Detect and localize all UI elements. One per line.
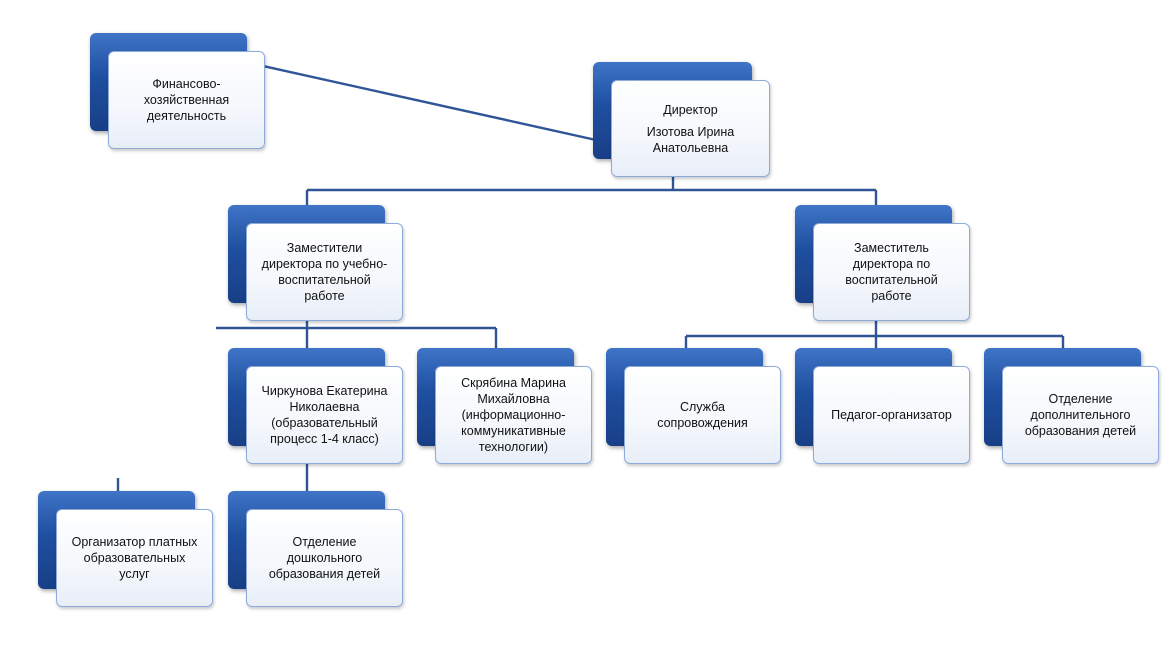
node-deputy-edu-label: Заместители директора по учебно- воспита… <box>261 241 388 303</box>
node-finance: Финансово- хозяйственная деятельность <box>90 33 265 149</box>
node-additional-education-label: Отделение дополнительного образования де… <box>1024 392 1137 438</box>
node-finance-label: Финансово- хозяйственная деятельность <box>143 77 230 123</box>
node-face: Отделение дошкольного образования детей <box>246 509 403 607</box>
node-deputy-upbringing-label: Заместитель директора по воспитательной … <box>845 241 938 303</box>
node-deputy-edu: Заместители директора по учебно- воспита… <box>228 205 403 321</box>
node-paid-services: Организатор платных образовательных услу… <box>38 491 213 607</box>
node-skryabina: Скрябина Марина Михайловна (информационн… <box>417 348 592 464</box>
node-face: Скрябина Марина Михайловна (информационн… <box>435 366 592 464</box>
node-face: Заместители директора по учебно- воспита… <box>246 223 403 321</box>
node-face: Финансово- хозяйственная деятельность <box>108 51 265 149</box>
node-additional-education: Отделение дополнительного образования де… <box>984 348 1159 464</box>
node-pedagog-organizer: Педагог-организатор <box>795 348 970 464</box>
node-face: Отделение дополнительного образования де… <box>1002 366 1159 464</box>
node-director: Директор Изотова Ирина Анатольевна <box>593 62 770 177</box>
node-director-name: Изотова Ирина Анатольевна <box>646 124 735 155</box>
node-support-service: Служба сопровождения <box>606 348 781 464</box>
node-pedagog-organizer-label: Педагог-организатор <box>831 408 952 422</box>
node-deputy-upbringing: Заместитель директора по воспитательной … <box>795 205 970 321</box>
node-face: Педагог-организатор <box>813 366 970 464</box>
node-chirkunova-label: Чиркунова Екатерина Николаевна (образова… <box>261 384 388 446</box>
node-face: Организатор платных образовательных услу… <box>56 509 213 607</box>
node-preschool: Отделение дошкольного образования детей <box>228 491 403 607</box>
connector-finance-director <box>244 60 597 142</box>
node-chirkunova: Чиркунова Екатерина Николаевна (образова… <box>228 348 403 464</box>
node-face: Чиркунова Екатерина Николаевна (образова… <box>246 366 403 464</box>
node-skryabina-label: Скрябина Марина Михайловна (информационн… <box>461 376 566 454</box>
node-face: Заместитель директора по воспитательной … <box>813 223 970 321</box>
node-face: Директор Изотова Ирина Анатольевна <box>611 80 770 177</box>
node-preschool-label: Отделение дошкольного образования детей <box>268 535 381 581</box>
node-director-title: Директор <box>663 102 718 117</box>
node-face: Служба сопровождения <box>624 366 781 464</box>
node-paid-services-label: Организатор платных образовательных услу… <box>71 535 198 581</box>
node-support-service-label: Служба сопровождения <box>657 400 748 430</box>
